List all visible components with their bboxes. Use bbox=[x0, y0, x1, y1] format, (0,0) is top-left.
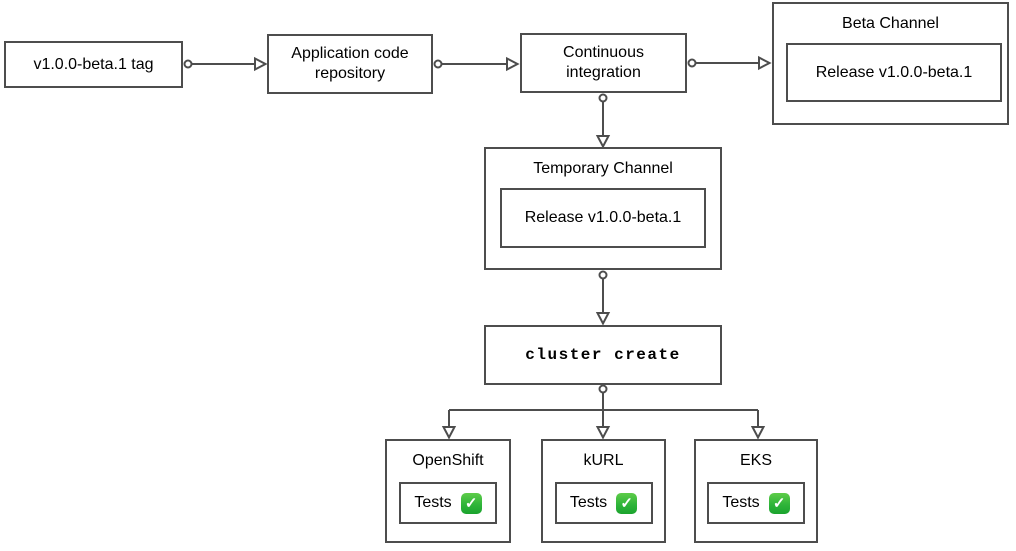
eks-tests-box: Tests ✓ bbox=[707, 482, 805, 524]
tag-label: v1.0.0-beta.1 tag bbox=[33, 55, 154, 73]
openshift-tests-box: Tests ✓ bbox=[399, 482, 497, 524]
temporary-channel-node: Temporary Channel Release v1.0.0-beta.1 bbox=[484, 147, 722, 270]
kurl-tests-label: Tests bbox=[569, 494, 608, 511]
beta-channel-node: Beta Channel Release v1.0.0-beta.1 bbox=[772, 2, 1009, 125]
connector-ci-to-beta-channel bbox=[687, 55, 772, 71]
connector-temporary-channel-to-cluster-create bbox=[595, 270, 611, 326]
cluster-create-label: cluster create bbox=[525, 346, 681, 364]
kurl-title: kURL bbox=[583, 452, 624, 469]
cluster-kurl-node: kURL Tests ✓ bbox=[541, 439, 666, 543]
cluster-openshift-node: OpenShift Tests ✓ bbox=[385, 439, 511, 543]
openshift-title: OpenShift bbox=[412, 452, 484, 469]
repo-label: Application code repository bbox=[291, 45, 409, 82]
ci-label: Continuous integration bbox=[563, 44, 644, 81]
openshift-tests-label: Tests bbox=[414, 494, 452, 511]
check-icon: ✓ bbox=[460, 492, 482, 514]
check-icon: ✓ bbox=[768, 492, 790, 514]
temporary-release-label: Release v1.0.0-beta.1 bbox=[524, 209, 682, 226]
connector-ci-to-temporary-channel bbox=[595, 93, 611, 149]
beta-release-label: Release v1.0.0-beta.1 bbox=[815, 63, 973, 81]
connector-repo-to-ci bbox=[433, 56, 520, 72]
connector-tag-to-repo bbox=[183, 56, 268, 72]
temporary-channel-title: Temporary Channel bbox=[533, 160, 673, 177]
kurl-tests-box: Tests ✓ bbox=[554, 482, 653, 524]
cluster-eks-node: EKS Tests ✓ bbox=[694, 439, 818, 543]
temporary-release-box: Release v1.0.0-beta.1 bbox=[500, 188, 706, 248]
eks-title: EKS bbox=[739, 452, 772, 469]
connector-cluster-create-to-clusters bbox=[441, 384, 766, 440]
tag-node: v1.0.0-beta.1 tag bbox=[4, 41, 183, 88]
check-icon: ✓ bbox=[616, 492, 638, 514]
eks-tests-label: Tests bbox=[722, 494, 760, 511]
cluster-create-node: cluster create bbox=[484, 325, 722, 385]
beta-channel-title: Beta Channel bbox=[842, 15, 939, 32]
ci-node: Continuous integration bbox=[520, 33, 687, 93]
repo-node: Application code repository bbox=[267, 34, 433, 94]
beta-release-box: Release v1.0.0-beta.1 bbox=[786, 43, 1002, 102]
